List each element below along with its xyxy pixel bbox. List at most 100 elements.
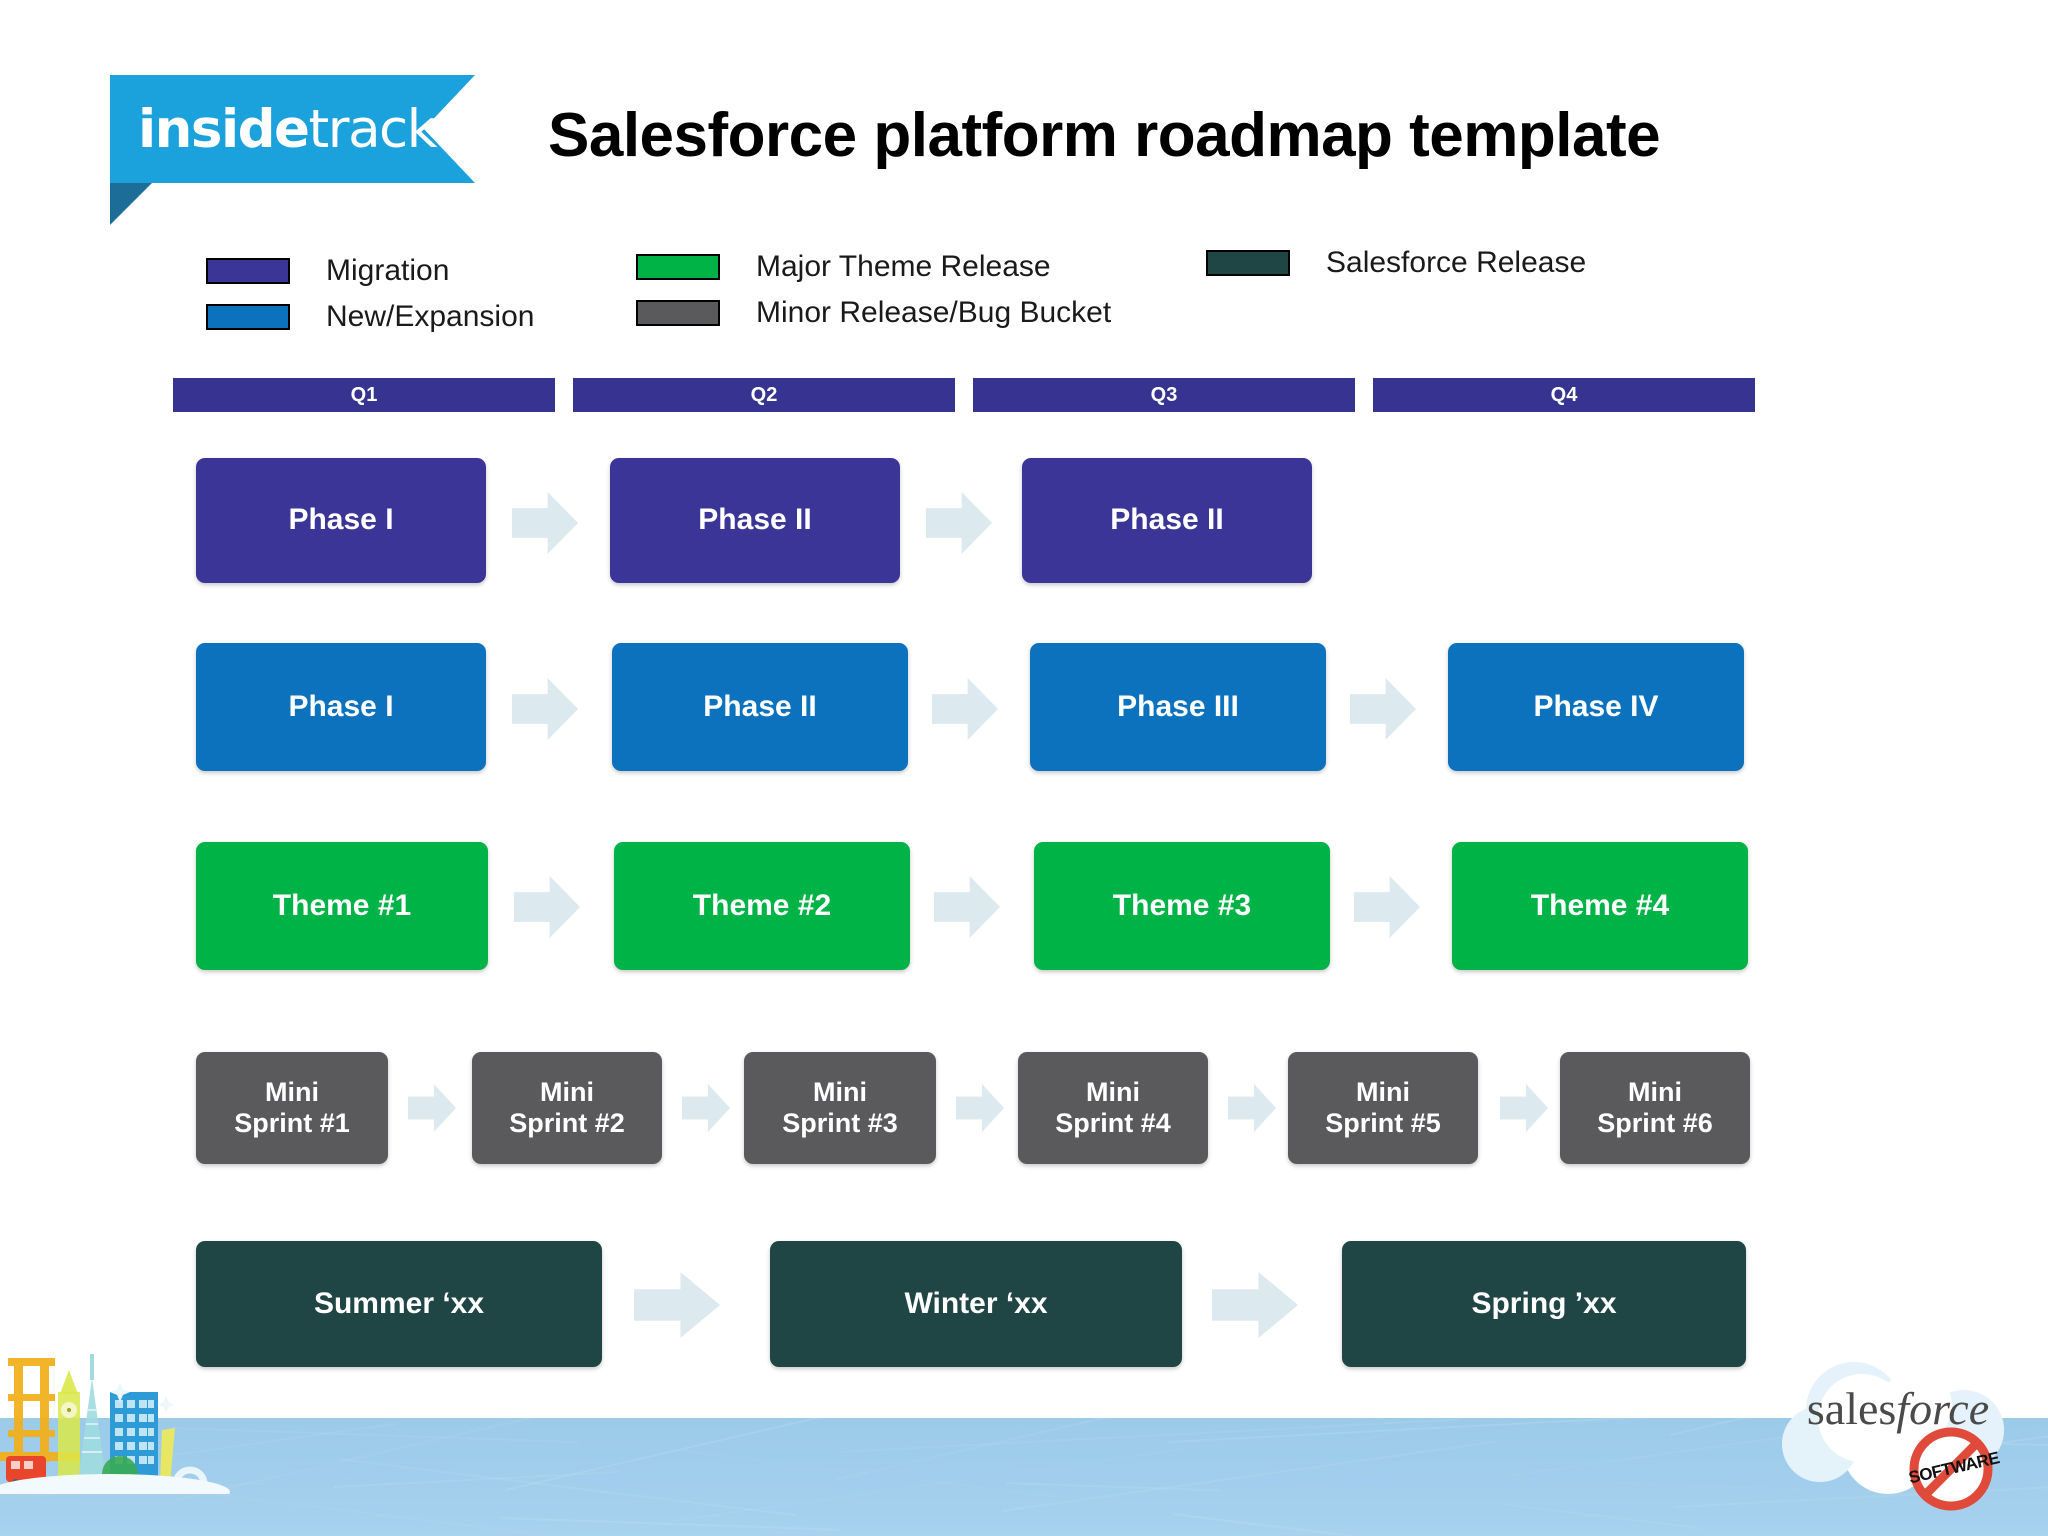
arrow-minor-release-bug-bucket-5 bbox=[1500, 1084, 1548, 1132]
roadmap-box-label-line2: Sprint #3 bbox=[782, 1108, 898, 1138]
roadmap-box-label: Phase II bbox=[698, 503, 812, 537]
legend-swatch-salesforce-release bbox=[1206, 250, 1290, 276]
salesforce-wordmark-force: force bbox=[1896, 1383, 1990, 1434]
roadmap-box-label-line1: Mini bbox=[265, 1077, 319, 1108]
water-streak bbox=[1172, 1513, 1439, 1536]
quarter-bar-q3: Q3 bbox=[973, 378, 1355, 412]
legend-column-1: Migration New/Expansion bbox=[206, 248, 534, 340]
arrow-minor-release-bug-bucket-3 bbox=[956, 1084, 1004, 1132]
legend-label-new-expansion: New/Expansion bbox=[326, 300, 535, 333]
roadmap-box-salesforce-release-1[interactable]: Summer ‘xx bbox=[196, 1241, 602, 1367]
arrow-salesforce-release-1 bbox=[634, 1272, 720, 1338]
roadmap-box-new-expansion-4[interactable]: Phase IV bbox=[1448, 643, 1744, 771]
roadmap-box-label-line1: Mini bbox=[1086, 1077, 1140, 1108]
roadmap-box-new-expansion-1[interactable]: Phase I bbox=[196, 643, 486, 771]
roadmap-box-migration-3[interactable]: Phase II bbox=[1022, 458, 1312, 583]
roadmap-box-label: Phase I bbox=[288, 503, 394, 537]
legend-item-migration: Migration bbox=[206, 248, 534, 294]
arrow-migration-2 bbox=[926, 492, 992, 554]
page-title: Salesforce platform roadmap template bbox=[548, 101, 1661, 170]
legend: Migration New/Expansion Major Theme Rele… bbox=[206, 246, 1706, 340]
roadmap-box-major-theme-release-4[interactable]: Theme #4 bbox=[1452, 842, 1748, 970]
roadmap-box-label: Summer ‘xx bbox=[313, 1286, 485, 1320]
logo-banner-shape: insidetrack bbox=[110, 75, 475, 183]
water-streak bbox=[838, 1418, 1460, 1453]
legend-item-minor-release: Minor Release/Bug Bucket bbox=[636, 290, 1111, 336]
roadmap-box-label: Phase II bbox=[703, 689, 817, 723]
arrow-major-theme-release-2 bbox=[934, 876, 1000, 938]
roadmap-box-label: Theme #3 bbox=[1112, 888, 1252, 922]
salesforce-cloud-logo: salesforce SOFTWARE bbox=[1758, 1352, 2038, 1512]
skyline-svg bbox=[0, 1354, 230, 1510]
roadmap-box-migration-1[interactable]: Phase I bbox=[196, 458, 486, 583]
legend-column-2: Major Theme Release Minor Release/Bug Bu… bbox=[636, 248, 1111, 336]
legend-label-major-theme-release: Major Theme Release bbox=[756, 250, 1051, 283]
roadmap-box-label: Theme #4 bbox=[1530, 888, 1670, 922]
arrow-minor-release-bug-bucket-2 bbox=[682, 1084, 730, 1132]
arrow-migration-1 bbox=[512, 492, 578, 554]
roadmap-box-label: Theme #1 bbox=[272, 888, 412, 922]
roadmap-box-label-line1: Mini bbox=[1628, 1077, 1682, 1108]
water-streak bbox=[500, 1517, 840, 1531]
quarter-bar-q2: Q2 bbox=[573, 378, 955, 412]
quarter-bar-q4: Q4 bbox=[1373, 378, 1755, 412]
roadmap-box-label-line1: Mini bbox=[813, 1077, 867, 1108]
arrow-major-theme-release-3 bbox=[1354, 876, 1420, 938]
water-streak bbox=[337, 1458, 797, 1517]
water-band bbox=[0, 1418, 2048, 1536]
legend-column-3: Salesforce Release bbox=[1206, 246, 1587, 286]
roadmap-box-salesforce-release-3[interactable]: Spring ’xx bbox=[1342, 1241, 1746, 1367]
roadmap-box-label-line1: Mini bbox=[1356, 1077, 1410, 1108]
no-software-circle-icon bbox=[1909, 1427, 1993, 1511]
roadmap-box-label: Phase III bbox=[1117, 689, 1239, 723]
roadmap-box-label-line1: Mini bbox=[540, 1077, 594, 1108]
legend-swatch-new-expansion bbox=[206, 304, 290, 330]
logo-bold-text: inside bbox=[138, 98, 310, 160]
legend-label-salesforce-release: Salesforce Release bbox=[1326, 246, 1587, 279]
roadmap-box-label: Spring ’xx bbox=[1471, 1286, 1617, 1320]
arrow-new-expansion-3 bbox=[1350, 678, 1416, 740]
legend-swatch-minor-release bbox=[636, 300, 720, 326]
insidetrack-logo: insidetrack bbox=[110, 75, 475, 225]
logo-fold-tab bbox=[110, 183, 152, 225]
arrow-new-expansion-1 bbox=[512, 678, 578, 740]
roadmap-box-major-theme-release-3[interactable]: Theme #3 bbox=[1034, 842, 1330, 970]
arrow-minor-release-bug-bucket-4 bbox=[1228, 1084, 1276, 1132]
legend-label-minor-release: Minor Release/Bug Bucket bbox=[756, 296, 1112, 329]
arrow-major-theme-release-1 bbox=[514, 876, 580, 938]
quarter-bar-q1: Q1 bbox=[173, 378, 555, 412]
roadmap-box-major-theme-release-1[interactable]: Theme #1 bbox=[196, 842, 488, 970]
salesforce-wordmark: salesforce bbox=[1758, 1382, 2038, 1435]
roadmap-box-migration-2[interactable]: Phase II bbox=[610, 458, 900, 583]
roadmap-box-salesforce-release-2[interactable]: Winter ‘xx bbox=[770, 1241, 1182, 1367]
roadmap-box-label-line2: Sprint #2 bbox=[509, 1108, 625, 1138]
roadmap-box-label-line2: Sprint #6 bbox=[1597, 1108, 1713, 1138]
no-software-badge: SOFTWARE bbox=[1907, 1426, 2001, 1512]
roadmap-box-major-theme-release-2[interactable]: Theme #2 bbox=[614, 842, 910, 970]
city-skyline-illustration bbox=[0, 1334, 260, 1510]
roadmap-box-label: Phase IV bbox=[1533, 689, 1659, 723]
salesforce-wordmark-sales: sales bbox=[1806, 1383, 1897, 1434]
roadmap-box-label: Winter ‘xx bbox=[904, 1286, 1048, 1320]
arrow-salesforce-release-2 bbox=[1212, 1272, 1298, 1338]
legend-item-new-expansion: New/Expansion bbox=[206, 294, 534, 340]
roadmap-box-label-line2: Sprint #4 bbox=[1055, 1108, 1171, 1138]
legend-swatch-migration bbox=[206, 258, 290, 284]
roadmap-box-new-expansion-3[interactable]: Phase III bbox=[1030, 643, 1326, 771]
roadmap-box-label: Theme #2 bbox=[692, 888, 832, 922]
quarter-bar-label: Q2 bbox=[750, 383, 778, 406]
roadmap-box-new-expansion-2[interactable]: Phase II bbox=[612, 643, 908, 771]
logo-wordmark: insidetrack bbox=[138, 98, 437, 160]
